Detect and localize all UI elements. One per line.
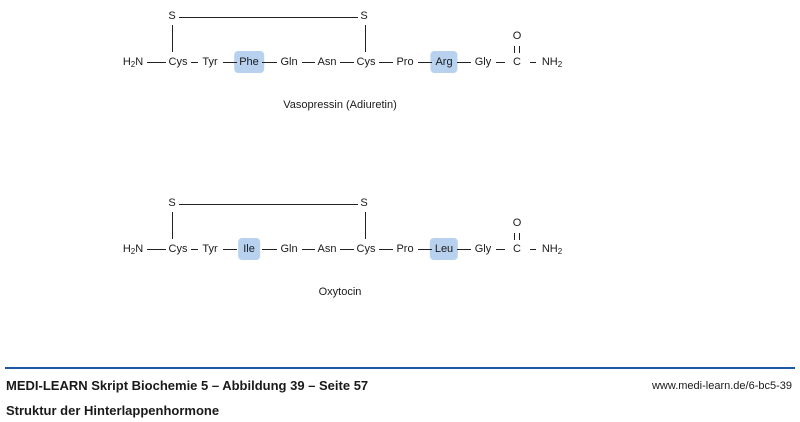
- peptide-bond: [418, 249, 432, 250]
- residue-pro: Pro: [396, 243, 414, 255]
- disulfide-bond: [179, 204, 358, 205]
- peptide-bond: [191, 249, 198, 250]
- sulfur-atom: S: [168, 10, 176, 22]
- double-bond: [514, 233, 520, 240]
- residue-gly: Gly: [474, 56, 492, 68]
- molecule-caption: Vasopressin (Adiuretin): [283, 99, 397, 111]
- amide-group: NH2: [538, 53, 566, 74]
- carbonyl-oxygen: O: [512, 217, 522, 229]
- n-h: H: [122, 243, 131, 255]
- peptide-bond: [530, 62, 536, 63]
- residue-asn: Asn: [317, 56, 337, 68]
- nh-sub: 2: [557, 247, 563, 256]
- molecule-caption: Oxytocin: [318, 286, 362, 298]
- n-n: N: [135, 243, 144, 255]
- peptide-bond: [302, 62, 315, 63]
- peptide-bond: [418, 62, 432, 63]
- peptide-bond: [340, 249, 354, 250]
- peptide-bond: [340, 62, 354, 63]
- residue-gln: Gln: [280, 56, 298, 68]
- residue-ile: Ile: [238, 238, 260, 260]
- residue-cys: Cys: [356, 56, 376, 68]
- footer-title: MEDI-LEARN Skript Biochemie 5 – Abbildun…: [6, 378, 369, 393]
- peptide-bond: [379, 249, 393, 250]
- n-sub: 2: [130, 247, 136, 256]
- cys-s-bond: [172, 25, 173, 52]
- residue-cys: Cys: [168, 243, 188, 255]
- peptide-bond: [302, 249, 315, 250]
- n-sub: 2: [130, 60, 136, 69]
- peptide-bond: [191, 62, 198, 63]
- sulfur-atom: S: [360, 10, 368, 22]
- peptide-bond: [223, 62, 237, 63]
- residue-gly: Gly: [474, 243, 492, 255]
- carbonyl-carbon: C: [513, 243, 521, 255]
- divider-line: [5, 367, 795, 369]
- peptide-bond: [457, 62, 471, 63]
- carbonyl-oxygen: O: [512, 30, 522, 42]
- double-bond: [514, 46, 520, 53]
- residue-cys: Cys: [168, 56, 188, 68]
- n-n: N: [135, 56, 144, 68]
- n-terminus: H2N: [119, 240, 147, 261]
- residue-phe: Phe: [234, 51, 264, 73]
- peptide-bond: [262, 249, 277, 250]
- peptide-bond: [457, 249, 471, 250]
- peptide-bond: [496, 249, 505, 250]
- peptide-bond: [147, 249, 166, 250]
- carbonyl-carbon: C: [513, 56, 521, 68]
- residue-arg: Arg: [430, 51, 458, 73]
- nh: NH: [541, 243, 558, 255]
- cys-s-bond: [172, 212, 173, 239]
- cys-s-bond: [365, 212, 366, 239]
- n-h: H: [122, 56, 131, 68]
- peptide-bond: [147, 62, 166, 63]
- peptide-bond: [379, 62, 393, 63]
- nh: NH: [541, 56, 558, 68]
- peptide-bond: [496, 62, 505, 63]
- nh-sub: 2: [557, 60, 563, 69]
- cys-s-bond: [365, 25, 366, 52]
- residue-pro: Pro: [396, 56, 414, 68]
- n-terminus: H2N: [119, 53, 147, 74]
- peptide-bond: [223, 249, 237, 250]
- residue-cys: Cys: [356, 243, 376, 255]
- residue-asn: Asn: [317, 243, 337, 255]
- residue-gln: Gln: [280, 243, 298, 255]
- amide-group: NH2: [538, 240, 566, 261]
- residue-tyr: Tyr: [202, 56, 218, 68]
- peptide-bond: [530, 249, 536, 250]
- sulfur-atom: S: [168, 197, 176, 209]
- disulfide-bond: [179, 17, 358, 18]
- footer-url[interactable]: www.medi-learn.de/6-bc5-39: [651, 380, 792, 392]
- sulfur-atom: S: [360, 197, 368, 209]
- residue-tyr: Tyr: [202, 243, 218, 255]
- peptide-bond: [262, 62, 277, 63]
- residue-leu: Leu: [429, 238, 459, 260]
- footer-subtitle: Struktur der Hinterlappenhormone: [6, 403, 220, 418]
